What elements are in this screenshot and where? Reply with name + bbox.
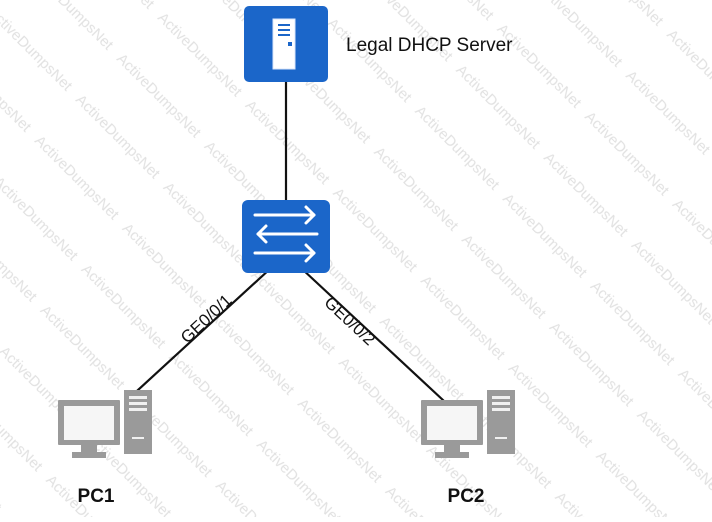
server-detail-line	[278, 24, 290, 26]
switch-device[interactable]	[242, 200, 330, 273]
pc2-tower	[487, 390, 515, 454]
server-detail-line	[278, 29, 290, 31]
pc1-drive	[129, 402, 147, 405]
pc2-stand	[444, 445, 460, 452]
pc1-tower	[124, 390, 152, 454]
pc2-slot	[495, 437, 507, 439]
pc2-drive	[492, 408, 510, 411]
switch-to-pc2-link	[300, 267, 445, 402]
server-icon	[272, 18, 296, 70]
pc2-screen	[427, 406, 477, 440]
server-power-light	[288, 42, 292, 46]
connections	[125, 82, 445, 402]
pc1-stand	[81, 445, 97, 452]
server-detail-line	[278, 34, 290, 36]
pc2-label: PC2	[448, 486, 485, 507]
pc1-base	[72, 452, 106, 458]
pc1-screen	[64, 406, 114, 440]
pc1-drive	[129, 408, 147, 411]
pc2-node[interactable]: PC2	[421, 390, 515, 507]
switch-to-pc1-link	[125, 267, 272, 402]
server-label: Legal DHCP Server	[346, 35, 513, 56]
pc2-base	[435, 452, 469, 458]
pc1-label: PC1	[78, 486, 115, 507]
pc1-drive	[129, 396, 147, 399]
switch-node[interactable]	[242, 200, 330, 273]
switch-icon	[253, 205, 319, 263]
pc1-node[interactable]: PC1	[58, 390, 152, 507]
pc2-drive	[492, 396, 510, 399]
pc2-drive	[492, 402, 510, 405]
dhcp-server-node[interactable]: Legal DHCP Server	[244, 6, 513, 82]
pc1-slot	[132, 437, 144, 439]
